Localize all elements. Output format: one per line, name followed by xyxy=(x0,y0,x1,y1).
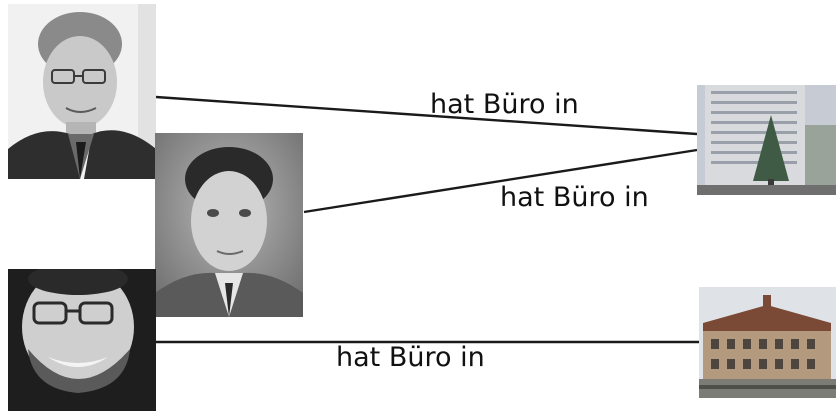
office-building-photo-icon xyxy=(699,287,836,398)
office-building-photo-icon xyxy=(697,85,836,195)
edge-label-1: hat Büro in xyxy=(430,89,579,120)
person-photo-3 xyxy=(8,269,156,411)
edge-line-1 xyxy=(155,95,698,136)
edge-label-3: hat Büro in xyxy=(336,342,485,373)
person-photo-1 xyxy=(8,4,156,179)
edge-label-2: hat Büro in xyxy=(500,182,649,213)
person-photo-2 xyxy=(155,133,303,317)
person-photo-icon xyxy=(8,269,156,411)
person-photo-icon xyxy=(8,4,156,179)
building-photo-2 xyxy=(699,287,836,398)
person-photo-icon xyxy=(155,133,303,317)
building-photo-1 xyxy=(697,85,836,195)
